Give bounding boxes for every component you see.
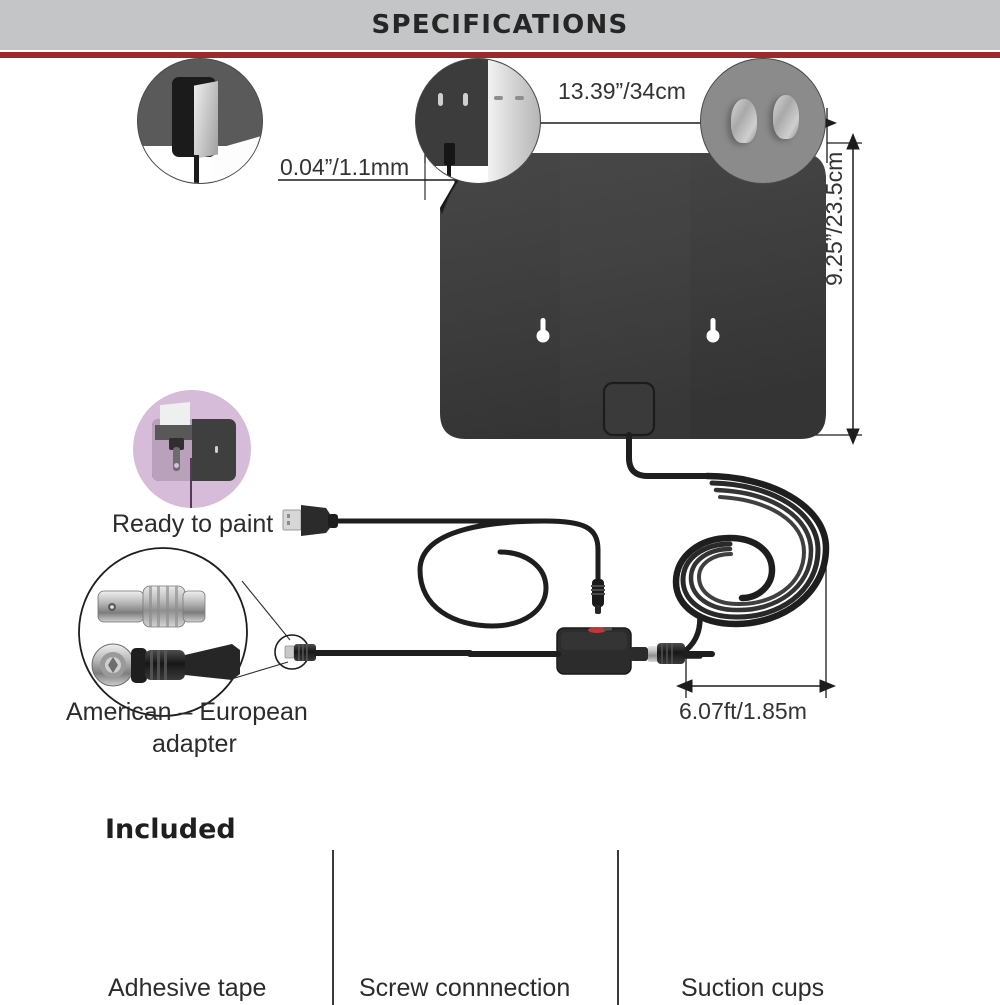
signal-amplifier-box bbox=[467, 627, 648, 675]
screw-antenna-cable bbox=[447, 159, 451, 183]
paint-antenna-stand bbox=[190, 458, 192, 508]
specifications-diagram: 13.39”/34cm 0.04”/1.1mm 9.25”/23.5cm 6.0… bbox=[0, 58, 1000, 1005]
mounting-keyhole-left bbox=[536, 318, 550, 343]
wall-screw-left bbox=[494, 96, 503, 100]
european-adapter-icon bbox=[97, 585, 206, 628]
page-title: SPECIFICATIONS bbox=[371, 10, 629, 40]
adapter-callout bbox=[78, 547, 473, 717]
screw-antenna-plug bbox=[444, 143, 455, 165]
tape-antenna-cable bbox=[194, 155, 199, 183]
width-dimension-label: 13.39”/34cm bbox=[558, 78, 686, 104]
tape-antenna-face bbox=[194, 81, 218, 159]
adapter-label-line2: adapter bbox=[152, 730, 237, 758]
cable-length-dimension bbox=[676, 556, 836, 698]
coax-output-connector bbox=[648, 643, 715, 664]
mounting-keyhole-right bbox=[706, 318, 720, 343]
brush-ferrule bbox=[169, 438, 184, 450]
screw-keyhole-left bbox=[438, 93, 443, 106]
brush-handle bbox=[173, 447, 180, 471]
barrel-plug-icon bbox=[591, 579, 605, 614]
thickness-dimension-label: 0.04”/1.1mm bbox=[280, 154, 410, 180]
ready-to-paint-icon bbox=[133, 390, 251, 508]
screw-keyhole-right bbox=[463, 93, 468, 106]
suction-cups-label: Suction cups bbox=[681, 974, 825, 1002]
brush-bristles bbox=[155, 425, 192, 440]
suction-cups-icon bbox=[700, 58, 826, 184]
panel-connector-housing bbox=[602, 381, 656, 437]
screw-connection-label: Screw connnection bbox=[359, 974, 571, 1002]
ready-to-paint-label: Ready to paint bbox=[112, 510, 274, 538]
header-accent-rule bbox=[0, 52, 1000, 58]
included-divider-1 bbox=[332, 850, 334, 1005]
suction-cup-left bbox=[731, 99, 757, 143]
cable-length-label: 6.07ft/1.85m bbox=[679, 698, 807, 724]
screw-floor bbox=[416, 165, 488, 183]
paint-stroke bbox=[160, 402, 190, 428]
adhesive-tape-icon bbox=[137, 58, 263, 184]
paint-antenna-keyhole bbox=[215, 446, 218, 453]
screw-wall bbox=[487, 59, 540, 183]
height-dimension-label: 9.25”/23.5cm bbox=[821, 151, 847, 286]
adhesive-tape-label: Adhesive tape bbox=[108, 974, 267, 1002]
brush-handle-hole bbox=[174, 463, 179, 468]
wall-screw-right bbox=[515, 96, 524, 100]
amplifier-led bbox=[588, 627, 606, 633]
screw-connection-icon bbox=[415, 58, 541, 184]
page-header: SPECIFICATIONS bbox=[0, 0, 1000, 50]
included-divider-2 bbox=[617, 850, 619, 1005]
antenna-panel bbox=[440, 153, 826, 439]
american-adapter-icon bbox=[91, 643, 240, 687]
coax-cable bbox=[626, 432, 830, 661]
adapter-label-line1: American – European bbox=[66, 698, 308, 726]
suction-cup-right bbox=[773, 95, 799, 139]
usb-power-cable bbox=[330, 518, 601, 629]
usb-connector-icon bbox=[282, 505, 338, 536]
included-heading: Included bbox=[105, 814, 236, 845]
